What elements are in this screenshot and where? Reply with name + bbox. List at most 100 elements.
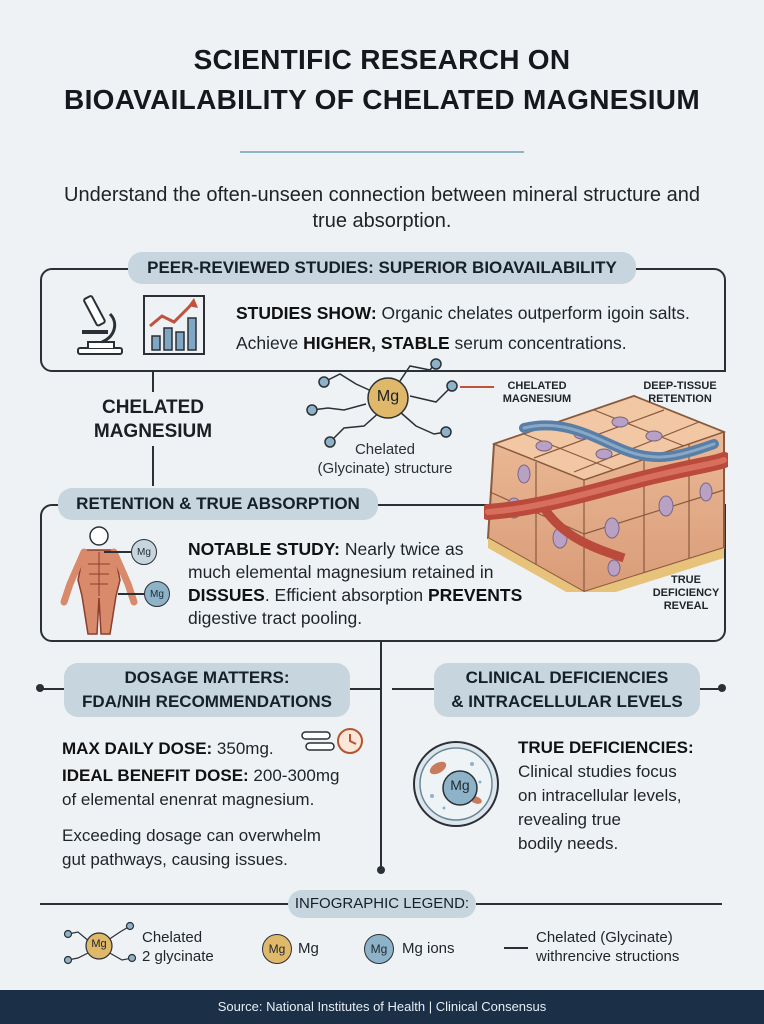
- connector-line: [152, 446, 154, 486]
- legend-mg-ions-label: Mg ions: [402, 940, 455, 957]
- title-line-2: BIOAVAILABILITY OF CHELATED MAGNESIUM: [64, 84, 700, 115]
- subtitle: Understand the often-unseen connection b…: [64, 184, 700, 232]
- tissue-label-deep-retention: DEEP-TISSUE RETENTION: [630, 380, 730, 406]
- mg-ion-connector: [118, 593, 144, 595]
- max-dose-value: 350mg.: [212, 739, 274, 758]
- connector-line: [392, 688, 436, 690]
- connector-dot: [36, 684, 44, 692]
- legend-rule-right: [476, 903, 722, 905]
- retention-line2: much elemental magnesium retained in: [188, 562, 494, 582]
- connector-line: [380, 690, 382, 870]
- achieve-text: Achieve: [236, 333, 304, 353]
- max-dose-text: MAX DAILY DOSE: 350mg.: [62, 736, 312, 761]
- intracellular-cell-icon: [413, 741, 499, 827]
- connector-dot: [377, 866, 385, 874]
- max-dose-label: MAX DAILY DOSE:: [62, 739, 213, 758]
- clinical-line3: revealing true: [518, 810, 622, 829]
- microscope-icon: [77, 295, 123, 355]
- chelated-label-line1: CHELATED: [101, 397, 205, 418]
- dosage-warning-line2: gut pathways, causing issues.: [62, 850, 288, 869]
- dosage-pill-line2: FDA/NIH RECOMMENDATIONS: [82, 692, 332, 711]
- ideal-dose-text: IDEAL BENEFIT DOSE: 200-300mg of element…: [62, 764, 372, 812]
- tissue-label-true-line3: REVEAL: [663, 600, 709, 612]
- ideal-dose-line2: of elemental enenrat magnesium.: [62, 790, 315, 809]
- serum-text: serum concentrations.: [449, 333, 627, 353]
- tissue-label-true-line1: TRUE: [671, 574, 701, 586]
- tissue-pointer-line: [460, 386, 494, 388]
- title-line-1: SCIENTIFIC RESEARCH ON: [193, 44, 571, 75]
- ideal-dose-label: IDEAL BENEFIT DOSE:: [62, 766, 249, 785]
- connector-line: [40, 688, 66, 690]
- cell-mg-label: Mg: [450, 777, 470, 793]
- chelated-label-line2: MAGNESIUM: [93, 421, 213, 442]
- clinical-text: TRUE DEFICIENCIES: Clinical studies focu…: [518, 736, 728, 856]
- clinical-pill: CLINICAL DEFICIENCIES & INTRACELLULAR LE…: [434, 663, 700, 717]
- clinical-pill-line2: & INTRACELLULAR LEVELS: [451, 692, 683, 711]
- growth-chart-icon: [143, 295, 205, 355]
- tissue-label-chelated-line1: CHELATED: [507, 380, 567, 392]
- clinical-pill-line1: CLINICAL DEFICIENCIES: [465, 668, 669, 687]
- true-deficiencies-label: TRUE DEFICIENCIES:: [518, 738, 694, 757]
- clinical-line2: on intracellular levels,: [518, 786, 682, 805]
- dissues-text: DISSUES: [188, 585, 265, 605]
- clinical-line1: Clinical studies focus: [518, 762, 677, 781]
- legend-structure-line1: Chelated (Glycinate): [536, 929, 673, 946]
- molecule-caption-line2: (Glycinate) structure: [317, 460, 453, 477]
- connector-dot: [718, 684, 726, 692]
- legend-structure-line: [504, 947, 528, 949]
- connector-line: [350, 688, 382, 690]
- notable-study-label: NOTABLE STUDY:: [188, 539, 340, 559]
- prevents-text: PREVENTS: [427, 585, 523, 605]
- source-footer: Source: National Institutes of Health | …: [0, 990, 764, 1024]
- retention-pill: RETENTION & TRUE ABSORPTION: [58, 488, 378, 520]
- chelated-magnesium-label: CHELATED MAGNESIUM: [70, 396, 236, 444]
- higher-stable-text: HIGHER, STABLE: [303, 333, 450, 353]
- efficient-absorption-text: . Efficient absorption: [264, 585, 428, 605]
- connector-line: [152, 370, 154, 392]
- legend-mg-ions-ball: Mg: [364, 934, 394, 964]
- pill-and-clock-icon: [301, 728, 363, 754]
- retention-line4: digestive tract pooling.: [188, 608, 363, 628]
- legend-chelated-line1: Chelated: [142, 929, 203, 946]
- dosage-pill: DOSAGE MATTERS: FDA/NIH RECOMMENDATIONS: [64, 663, 350, 717]
- dosage-warning-text: Exceeding dosage can overwhelm gut pathw…: [62, 824, 372, 872]
- retention-frame: [40, 504, 726, 642]
- legend-chelated-label: Chelated 2 glycinate: [142, 928, 252, 966]
- tissue-cross-section-illustration: [484, 394, 728, 592]
- studies-show-label: STUDIES SHOW:: [236, 303, 377, 323]
- tissue-label-true-line2: DEFICIENCY: [652, 587, 720, 599]
- page-title: SCIENTIFIC RESEARCH ON BIOAVAILABILITY O…: [0, 40, 764, 120]
- ideal-dose-value: 200-300mg: [248, 766, 340, 785]
- tissue-label-true-deficiency: TRUE DEFICIENCY REVEAL: [636, 574, 736, 613]
- mg-ion-badge: Mg: [144, 581, 170, 607]
- legend-structure-line2: withrencive structions: [536, 948, 680, 965]
- peer-reviewed-pill: PEER-REVIEWED STUDIES: SUPERIOR BIOAVAIL…: [128, 252, 636, 284]
- legend-chelated-icon: [63, 921, 137, 965]
- mg-ion-badge: Mg: [131, 539, 157, 565]
- chelated-molecule-diagram: [306, 358, 458, 448]
- molecule-caption-line1: Chelated: [354, 441, 416, 458]
- studies-show-text: Organic chelates outperform igoin salts.: [376, 303, 690, 323]
- tissue-label-deep-line1: DEEP-TISSUE: [643, 380, 717, 392]
- mg-ion-connector: [104, 551, 132, 553]
- legend-chelated-mg-label: Mg: [91, 938, 107, 950]
- dosage-pill-line1: DOSAGE MATTERS:: [124, 668, 290, 687]
- legend-mg-ball: Mg: [262, 934, 292, 964]
- legend-rule-left: [40, 903, 288, 905]
- notable-study-text: Nearly twice as: [339, 539, 464, 559]
- title-divider: [240, 151, 524, 153]
- retention-text: NOTABLE STUDY: Nearly twice as much elem…: [188, 538, 568, 630]
- molecule-caption: Chelated (Glycinate) structure: [300, 440, 470, 478]
- dosage-warning-line1: Exceeding dosage can overwhelm: [62, 826, 321, 845]
- legend-chelated-line2: 2 glycinate: [142, 948, 214, 965]
- tissue-label-deep-line2: RETENTION: [648, 393, 712, 405]
- legend-title: INFOGRAPHIC LEGEND:: [288, 890, 476, 918]
- clinical-line4: bodily needs.: [518, 834, 619, 853]
- tissue-label-chelated-line2: MAGNESIUM: [502, 393, 572, 405]
- connector-line: [380, 640, 382, 690]
- legend-structure-label: Chelated (Glycinate) withrencive structi…: [536, 928, 726, 966]
- molecule-mg-label: Mg: [376, 388, 400, 405]
- legend-mg-label: Mg: [298, 940, 319, 957]
- peer-reviewed-text: STUDIES SHOW: Organic chelates outperfor…: [236, 298, 722, 358]
- connector-line: [698, 688, 722, 690]
